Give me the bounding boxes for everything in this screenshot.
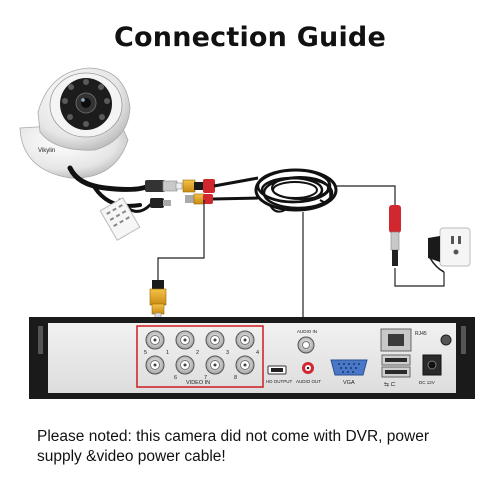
- audio-in-port: [297, 336, 315, 354]
- audio-out-label: AUDIO OUT: [296, 379, 321, 384]
- vga-label: VGA: [343, 380, 355, 386]
- ground-screw: [440, 334, 452, 346]
- bnc-port: [205, 330, 225, 350]
- bnc-port: [175, 330, 195, 350]
- pigtail-tag: [99, 197, 141, 241]
- bnc-number: 8: [234, 375, 237, 381]
- bnc-number: 1: [166, 350, 169, 356]
- bnc-number: 4: [256, 350, 259, 356]
- page-title: Connection Guide: [114, 22, 386, 53]
- bnc-number: 6: [174, 375, 177, 381]
- usb-icon: ⇆ ⊏: [384, 381, 396, 388]
- extension-connectors: [182, 179, 215, 205]
- camera-brand: Vikylin: [38, 148, 55, 154]
- camera-bnc-plug: [145, 180, 183, 192]
- bnc-number: 5: [144, 350, 147, 356]
- bnc-port: [235, 330, 255, 350]
- audio-in-label: AUDIO IN: [297, 329, 317, 334]
- dome-camera: Vikylin: [19, 67, 131, 179]
- video-in-label: VIDEO IN: [186, 380, 210, 386]
- bnc-number: 7: [204, 375, 207, 381]
- audio-out-port: [302, 362, 314, 374]
- bnc-port: [205, 355, 225, 375]
- bnc-number: 2: [196, 350, 199, 356]
- bnc-ports: [145, 330, 255, 375]
- video-in-highlight: [136, 325, 264, 388]
- hdmi-label: HD OUTPUT: [266, 379, 292, 384]
- disclaimer-note: Please noted: this camera did not come w…: [37, 428, 429, 465]
- bnc-port: [235, 355, 255, 375]
- rj45-label: RJ45: [415, 331, 427, 337]
- dvr-bnc-plug: [149, 280, 167, 320]
- dc-label: DC 12V: [419, 380, 435, 385]
- power-adapter: [428, 227, 471, 273]
- camera-dc-plug: [150, 198, 171, 208]
- vga-port: [330, 359, 368, 376]
- bnc-port: [145, 330, 165, 350]
- coiled-cable: [212, 168, 338, 213]
- bnc-number: 3: [226, 350, 229, 356]
- bnc-port: [175, 355, 195, 375]
- power-dc-plug: [389, 205, 401, 266]
- connection-wires: [157, 185, 445, 330]
- dvr-recorder: 1 2 3 4 5 6 7 8 VIDEO IN AUDIO IN HD OUT…: [29, 317, 475, 399]
- bnc-port: [145, 355, 165, 375]
